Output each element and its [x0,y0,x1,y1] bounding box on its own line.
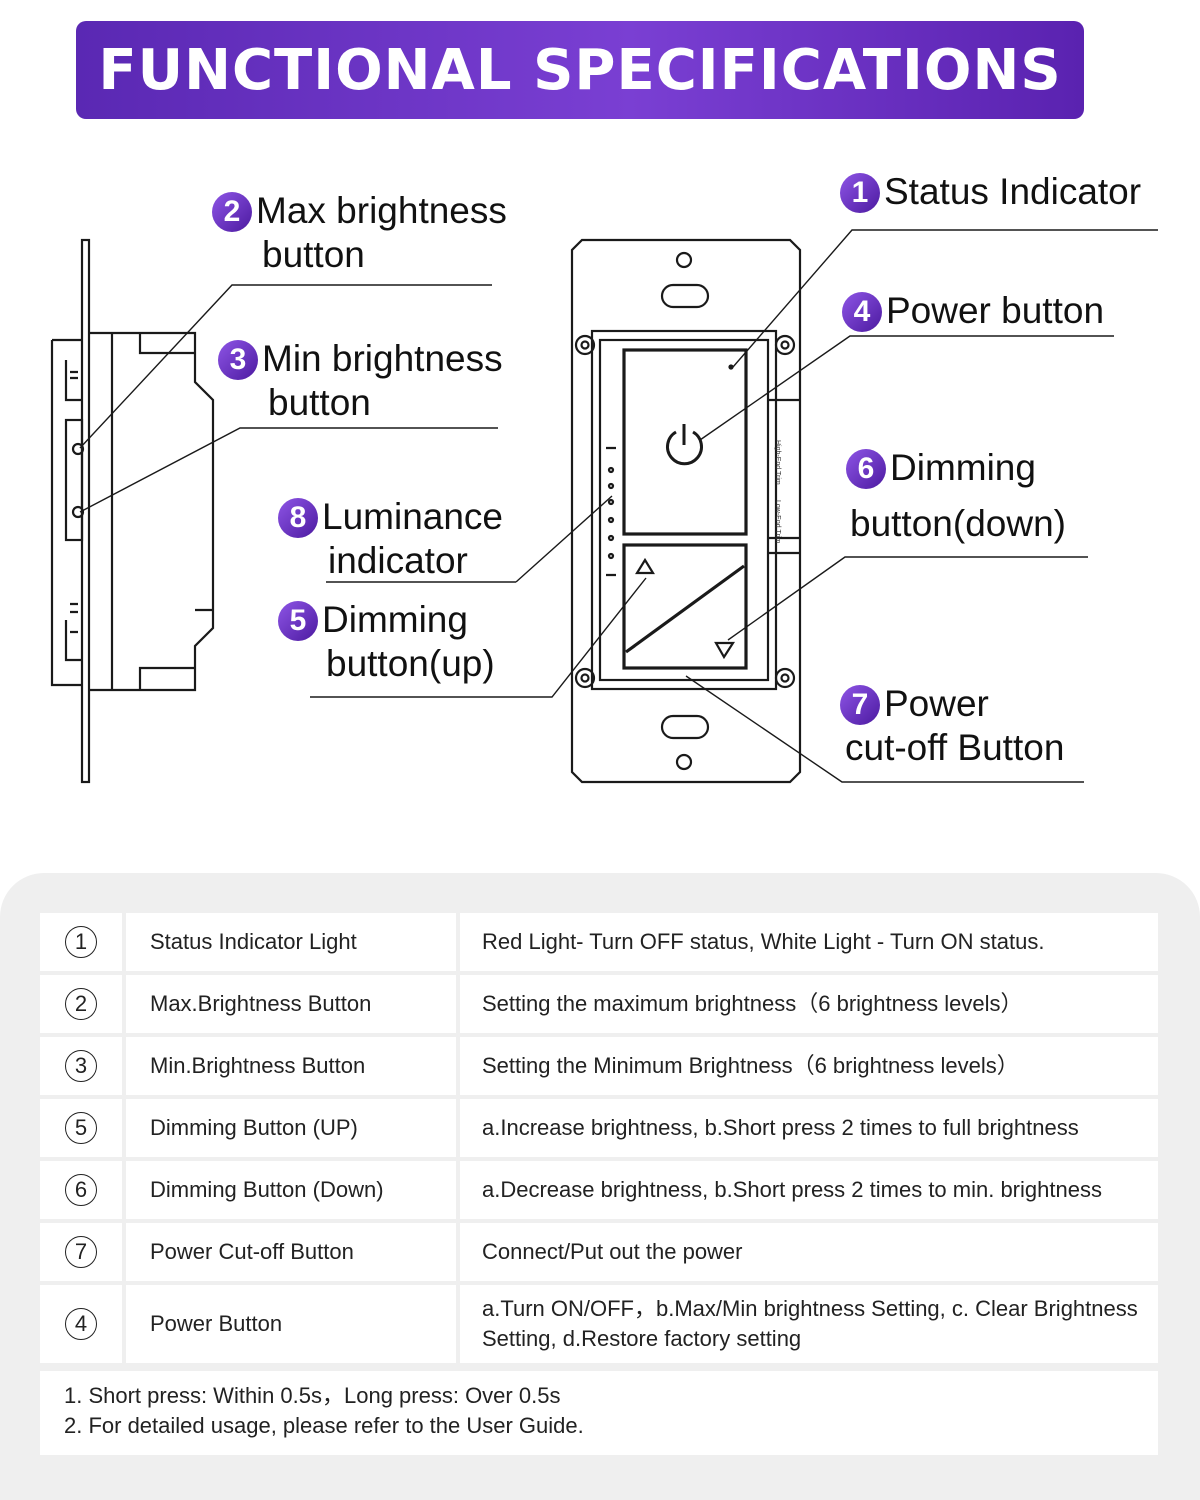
note-line: 2. For detailed usage, please refer to t… [64,1413,584,1438]
callout-5-text-line2: button(up) [326,643,495,684]
note-line: 1. Short press: Within 0.5s，Long press: … [64,1383,561,1408]
callout-2-text: Max brightness [256,190,507,231]
table-row: 4 Power Button a.Turn ON/OFF，b.Max/Min b… [40,1285,1158,1367]
row-number: 7 [65,1236,97,1268]
callout-6-text: Dimming [890,447,1036,488]
row-name: Power Button [126,1285,460,1367]
page-title: FUNCTIONAL SPECIFICATIONS [98,37,1062,103]
row-description: a.Increase brightness, b.Short press 2 t… [460,1099,1158,1161]
row-number: 3 [65,1050,97,1082]
high-end-trim-label: High-End Trim [774,440,781,485]
row-description: Setting the maximum brightness（6 brightn… [460,975,1158,1037]
callout-8-text-line2: indicator [328,540,468,581]
row-number: 4 [65,1308,97,1340]
badge-2: 2 [212,192,252,232]
usage-notes: 1. Short press: Within 0.5s，Long press: … [40,1371,1158,1455]
spec-table: 1 Status Indicator Light Red Light- Turn… [40,913,1158,1367]
row-name: Status Indicator Light [126,913,460,975]
callout-3-text: Min brightness [262,338,503,379]
row-number: 6 [65,1174,97,1206]
callout-6-text-line2: button(down) [850,503,1066,544]
callout-7-text: Power [884,683,989,724]
front-view-drawing [570,238,802,784]
callout-4-text: Power button [886,290,1105,331]
row-description: Red Light- Turn OFF status, White Light … [460,913,1158,975]
badge-1: 1 [840,173,880,213]
row-number: 5 [65,1112,97,1144]
row-name: Dimming Button (UP) [126,1099,460,1161]
row-description: a.Decrease brightness, b.Short press 2 t… [460,1161,1158,1223]
row-name: Max.Brightness Button [126,975,460,1037]
table-row: 3 Min.Brightness Button Setting the Mini… [40,1037,1158,1099]
row-name: Min.Brightness Button [126,1037,460,1099]
leader-lines [79,229,1158,783]
badge-3: 3 [218,340,258,380]
switch-diagram: High-End Trim Low-End Trim [50,229,1158,784]
row-number: 2 [65,988,97,1020]
table-row: 5 Dimming Button (UP) a.Increase brightn… [40,1099,1158,1161]
badge-8: 8 [278,498,318,538]
badge-4: 4 [842,292,882,332]
title-banner: FUNCTIONAL SPECIFICATIONS [76,21,1084,119]
table-row: 6 Dimming Button (Down) a.Decrease brigh… [40,1161,1158,1223]
badge-7: 7 [840,685,880,725]
badge-6: 6 [846,449,886,489]
row-description: a.Turn ON/OFF，b.Max/Min brightness Setti… [460,1285,1158,1367]
callout-5-text: Dimming [322,599,468,640]
low-end-trim-label: Low-End Trim [774,500,781,543]
callout-2-text-line2: button [262,234,365,275]
callout-8-text: Luminance [322,496,504,537]
row-description: Connect/Put out the power [460,1223,1158,1285]
callout-3-text-line2: button [268,382,371,423]
row-description: Setting the Minimum Brightness（6 brightn… [460,1037,1158,1099]
table-row: 1 Status Indicator Light Red Light- Turn… [40,913,1158,975]
row-name: Dimming Button (Down) [126,1161,460,1223]
badge-5: 5 [278,601,318,641]
side-view-drawing [50,238,215,784]
row-name: Power Cut-off Button [126,1223,460,1285]
callout-1-text: Status Indicator [884,171,1142,212]
table-row: 2 Max.Brightness Button Setting the maxi… [40,975,1158,1037]
callout-7-text-line2: cut-off Button [845,727,1065,768]
table-row: 7 Power Cut-off Button Connect/Put out t… [40,1223,1158,1285]
row-number: 1 [65,926,97,958]
